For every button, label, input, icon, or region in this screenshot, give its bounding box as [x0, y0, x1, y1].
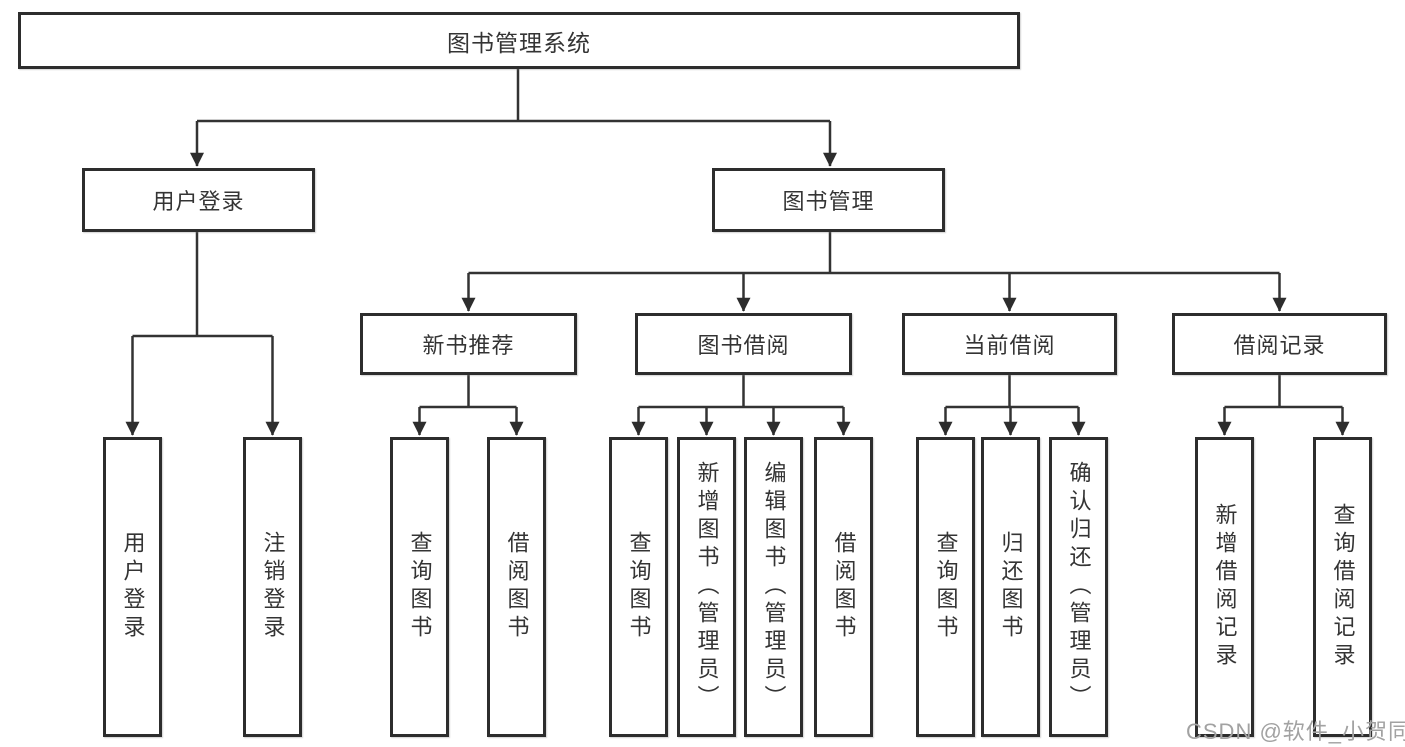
node-current-borrowing: 当前借阅 — [902, 313, 1117, 375]
leaf-current-return: 归还图书 — [981, 437, 1040, 737]
leaf-borrow-edit-admin: 编辑图书（管理员） — [744, 437, 803, 737]
node-new-book-recommend: 新书推荐 — [360, 313, 577, 375]
leaf-logout: 注销登录 — [243, 437, 302, 737]
leaf-current-query: 查询图书 — [916, 437, 975, 737]
node-book-borrowing: 图书借阅 — [635, 313, 852, 375]
node-root-system: 图书管理系统 — [18, 12, 1020, 69]
leaf-newbook-query: 查询图书 — [390, 437, 449, 737]
node-user-login: 用户登录 — [82, 168, 315, 232]
leaf-newbook-borrow: 借阅图书 — [487, 437, 546, 737]
csdn-watermark: CSDN @软件_小贺同学 — [1186, 719, 1405, 744]
leaf-records-add: 新增借阅记录 — [1195, 437, 1254, 737]
leaf-borrow-borrow: 借阅图书 — [814, 437, 873, 737]
leaf-borrow-add-admin: 新增图书（管理员） — [677, 437, 736, 737]
leaf-current-confirm-admin: 确认归还（管理员） — [1049, 437, 1108, 737]
node-book-management: 图书管理 — [712, 168, 945, 232]
node-borrowing-records: 借阅记录 — [1172, 313, 1387, 375]
leaf-borrow-query: 查询图书 — [609, 437, 668, 737]
leaf-user-login: 用户登录 — [103, 437, 162, 737]
leaf-records-query: 查询借阅记录 — [1313, 437, 1372, 737]
